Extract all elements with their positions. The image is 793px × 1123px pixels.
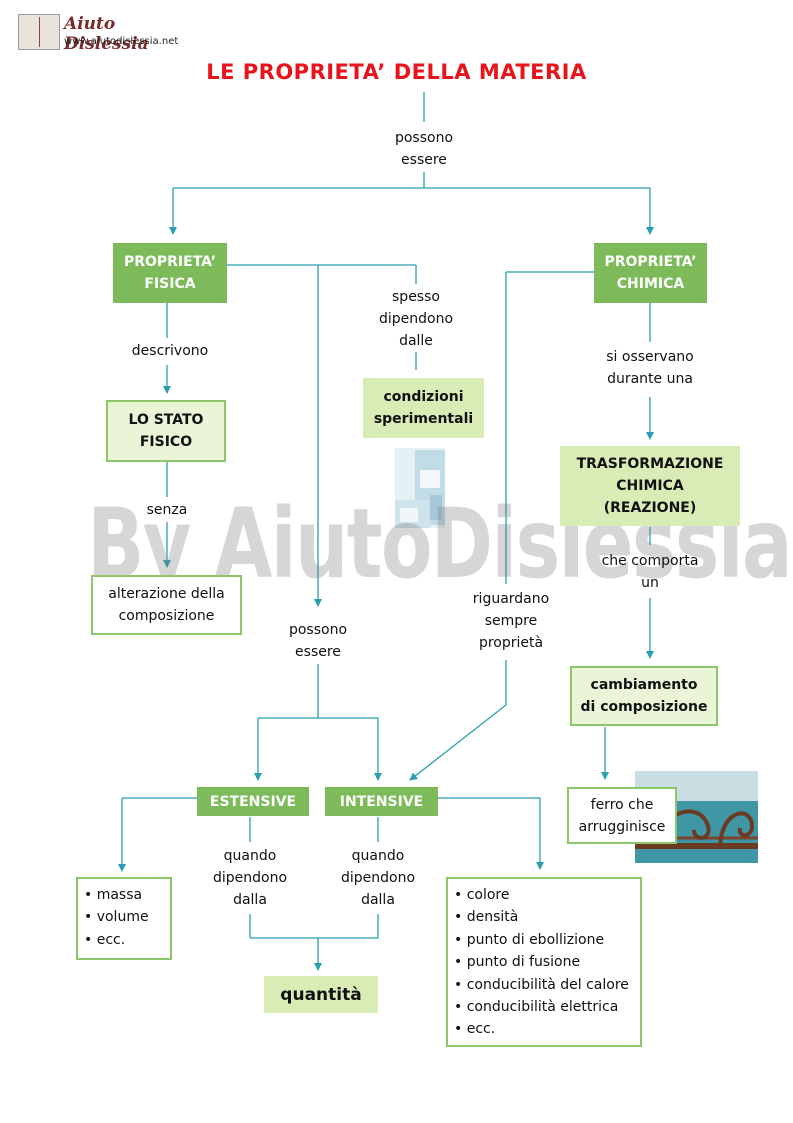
box-condizioni-sperimentali: condizioni sperimentali xyxy=(363,378,484,438)
list-item: • volume xyxy=(84,909,149,926)
label-spesso-dipendono: spesso dipendono dalle xyxy=(378,289,454,349)
label-possono-essere-top: possono essere xyxy=(394,130,454,168)
box-intensive: INTENSIVE xyxy=(325,787,438,816)
logo: Aiuto Dislessia www.aiutodislessia.net xyxy=(18,14,188,54)
box-alterazione-composizione: alterazione della composizione xyxy=(91,575,242,635)
box-cambiamento-composizione: cambiamento di composizione xyxy=(570,666,718,726)
arrow-to-intensive-diag xyxy=(409,704,507,781)
box-estensive: ESTENSIVE xyxy=(197,787,309,816)
label-possono-essere-mid: possono essere xyxy=(288,622,348,660)
list-item: • conducibilità del calore xyxy=(454,976,629,993)
label-quando-left: quando dipendono dalla xyxy=(212,848,288,908)
box-proprieta-chimica: PROPRIETA’ CHIMICA xyxy=(594,243,707,303)
list-item: • colore xyxy=(454,887,510,903)
label-descrivono: descrivono xyxy=(131,343,209,359)
label-quando-right: quando dipendono dalla xyxy=(340,848,416,908)
box-quantita: quantità xyxy=(264,976,378,1013)
list-estensive: • massa • volume • ecc. xyxy=(76,877,172,960)
box-stato-fisico: LO STATO FISICO xyxy=(106,400,226,462)
box-proprieta-fisica: PROPRIETA’ FISICA xyxy=(113,243,227,303)
book-icon xyxy=(18,14,60,50)
list-item: • punto di fusione xyxy=(454,954,581,971)
box-trasformazione-chimica: TRASFORMAZIONE CHIMICA (REAZIONE) xyxy=(560,446,740,526)
box-ferro-arrugginisce: ferro che arrugginisce xyxy=(567,787,677,844)
label-si-osservano: si osservano durante una xyxy=(606,349,694,387)
list-item: • densità xyxy=(454,909,519,926)
list-item: • punto di ebollizione xyxy=(454,931,605,948)
label-riguardano: riguardano sempre proprietà xyxy=(472,591,550,651)
logo-url: www.aiutodislessia.net xyxy=(64,36,179,47)
logo-name: Aiuto Dislessia xyxy=(64,14,149,54)
list-item: • ecc. xyxy=(454,1021,496,1038)
label-che-comporta: che comporta un xyxy=(601,553,699,591)
list-item: • massa xyxy=(84,887,143,903)
page-title: LE PROPRIETA’ DELLA MATERIA xyxy=(206,60,587,84)
label-senza: senza xyxy=(146,502,188,518)
ice-glass-picture xyxy=(395,448,445,528)
list-intensive: • colore • densità • punto di ebollizione •… xyxy=(446,877,642,1047)
list-item: • ecc. xyxy=(84,931,126,948)
list-item: • conducibilità elettrica xyxy=(454,999,619,1016)
